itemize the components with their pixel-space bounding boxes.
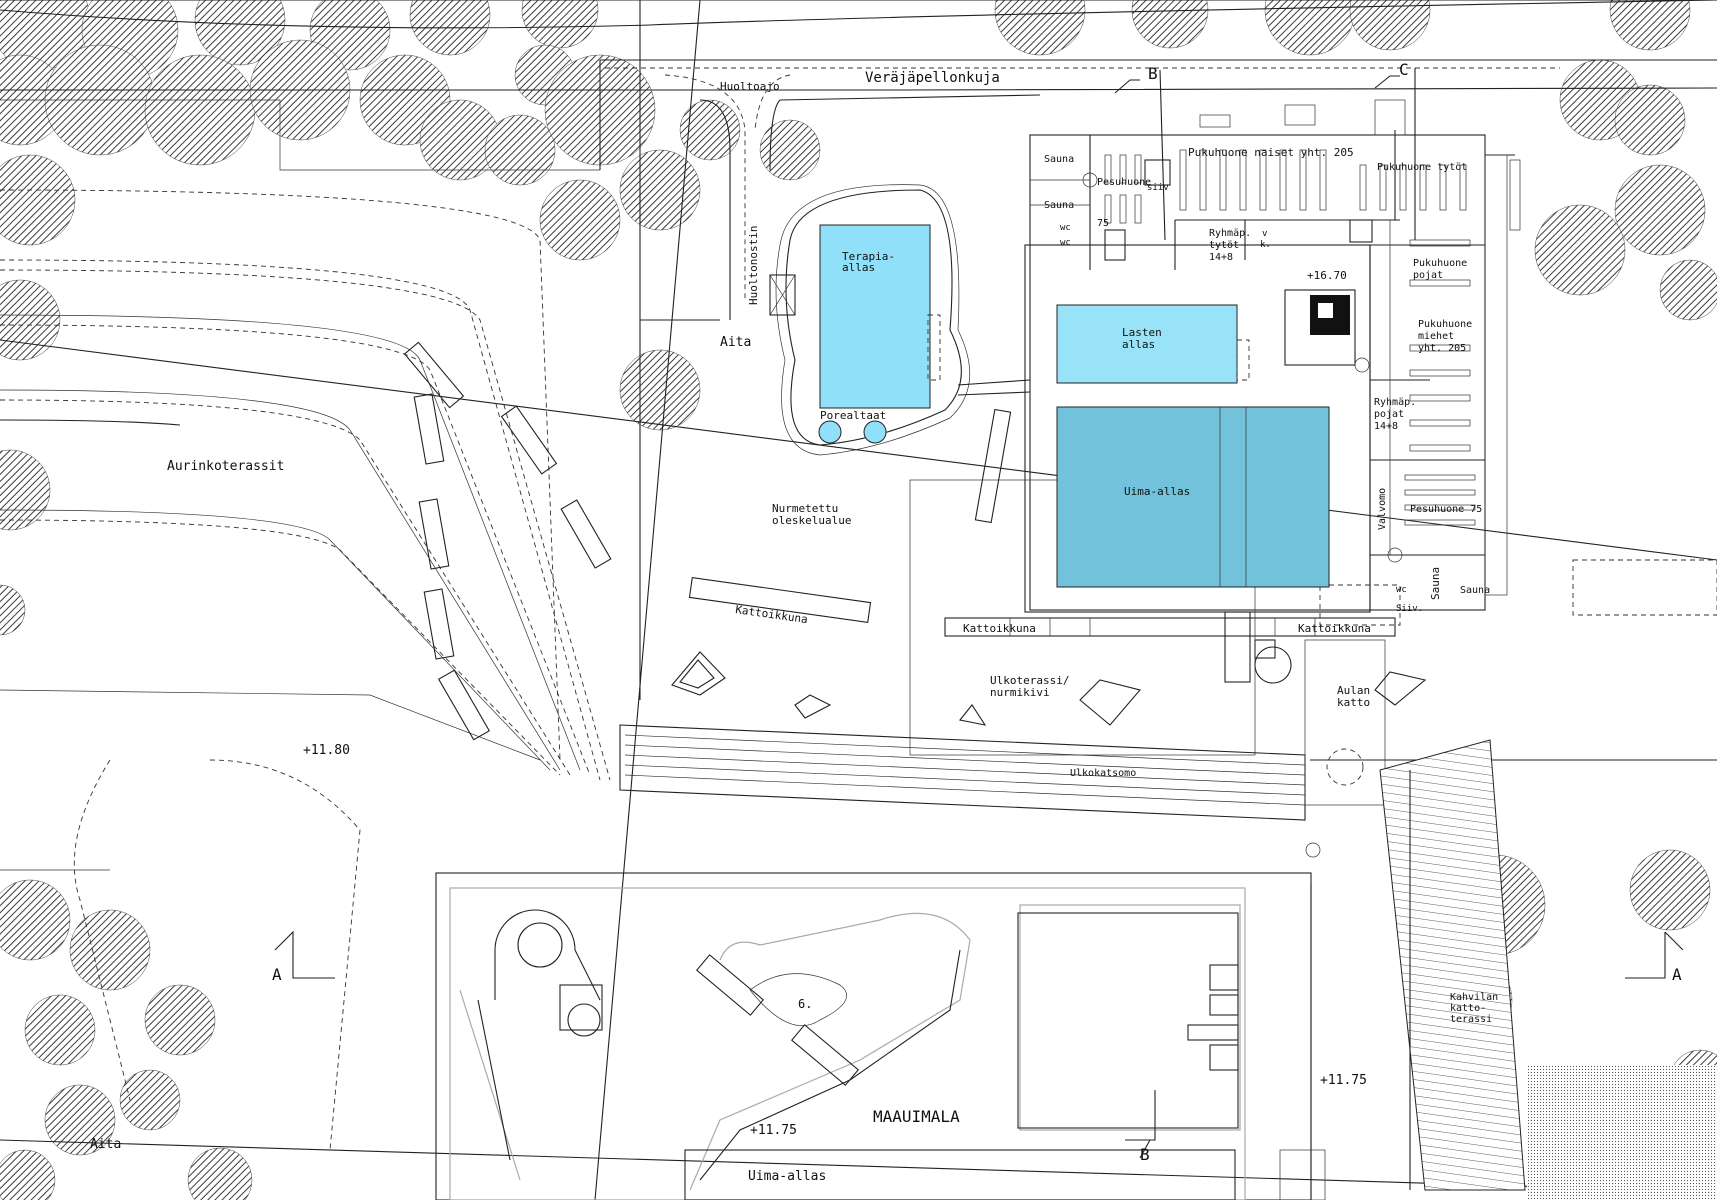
room-control: Valvomo [1377, 488, 1388, 530]
section-a: A [272, 965, 282, 984]
terrace-label: nurmikivi [990, 686, 1050, 699]
terrace-curves [0, 189, 611, 1151]
skylight-band [619, 479, 1717, 858]
outdoor-pool-label: Uima-allas [748, 1169, 826, 1184]
service-drive-label: Huoltoajo [720, 80, 780, 93]
outdoor-pool-area [435, 872, 1326, 1200]
lobby-roof-label: katto [1337, 696, 1370, 709]
room-changing-boys: Pukuhuone [1413, 258, 1467, 269]
skylight-label: Kattoikkuna [1298, 622, 1371, 635]
room-group-boys: 14+8 [1374, 421, 1398, 432]
room-changing-men: miehet [1418, 331, 1454, 342]
fence-label: Aita [90, 1137, 121, 1152]
main-pool [1056, 406, 1330, 588]
kids-pool [1056, 304, 1238, 384]
room-sauna: Sauna [1044, 200, 1074, 211]
room-sauna: Sauna [1429, 567, 1442, 600]
sun-terraces-label: Aurinkoterassit [167, 459, 284, 474]
room-changing-men: Pukuhuone [1418, 319, 1472, 330]
terrace-label: Ulkoterassi/ [990, 674, 1069, 687]
lobby-roof-label: Aulan [1337, 684, 1370, 697]
room-wash-women: Pesuhuone [1097, 177, 1151, 188]
cafe-terrace-label: katto- [1450, 1003, 1486, 1014]
lawn-label: Nurmetettu [772, 502, 838, 515]
cafe-terrace-label: terassi [1450, 1014, 1492, 1025]
hot-tubs-label: Porealtaat [820, 409, 886, 422]
benches [403, 341, 1012, 741]
room-group-girls: 14+8 [1209, 252, 1233, 263]
skylight-label: Kattoikkuna [963, 622, 1036, 635]
locker-rows [1104, 149, 1476, 526]
hot-tub-2 [863, 420, 887, 444]
section-b: B [1140, 1145, 1150, 1164]
room-changing-women: Pukuhuone naiset yht. 205 [1188, 146, 1354, 159]
lawn-label: oleskelualue [772, 514, 851, 527]
room-group-girls: Ryhmäp. [1209, 228, 1251, 239]
room-wash-women: 75 [1097, 218, 1109, 229]
therapy-pool-area [769, 184, 1031, 456]
room-wc: wc [1396, 585, 1407, 595]
grandstand-label: Ulkokatsomo [1070, 768, 1136, 779]
east-stair [1379, 739, 1717, 1200]
section-a: A [1672, 965, 1682, 984]
room-wash-men: Pesuhuone 75 [1410, 504, 1482, 515]
level-floor: +16.70 [1307, 269, 1347, 282]
main-building [1024, 99, 1521, 613]
therapy-pool [819, 224, 931, 409]
room-changing-men: yht. 205 [1418, 343, 1466, 354]
room-changing-girls: Pukuhuone tytöt [1377, 162, 1467, 173]
cafe-terrace-label: Kahvilan [1450, 992, 1498, 1003]
room-group-boys: Ryhmäp. [1374, 397, 1416, 408]
slide-number: 6. [798, 997, 812, 1011]
street-name: Veräjäpellonkuja [865, 70, 1000, 86]
level-east: +11.75 [1320, 1073, 1367, 1088]
kids-pool-label: allas [1122, 338, 1155, 351]
main-pool-label: Uima-allas [1124, 485, 1190, 498]
skylight-label: Kattoikkuna [735, 603, 809, 626]
room-vk: k. [1260, 240, 1271, 250]
level-west: +11.80 [303, 743, 350, 758]
room-group-boys: pojat [1374, 409, 1404, 420]
outdoor-area-label: MAAUIMALA [873, 1107, 960, 1126]
room-siiv: siiv [1147, 183, 1169, 193]
therapy-pool-label: Terapia- [842, 250, 895, 263]
room-changing-boys: pojat [1413, 270, 1443, 281]
fence-label: Aita [720, 335, 751, 350]
section-b: B [1148, 64, 1158, 83]
room-group-girls: tytöt [1209, 240, 1239, 251]
hot-tub-1 [818, 420, 842, 444]
section-c: C [1399, 60, 1409, 79]
service-lift-label: Huoltonostin [747, 226, 760, 305]
room-wc: wc [1060, 238, 1071, 248]
room-sauna: Sauna [1044, 154, 1074, 165]
room-sauna: Sauna [1460, 585, 1490, 596]
room-vk: v [1262, 229, 1267, 239]
section-marks [274, 68, 1684, 1159]
therapy-pool-label: allas [842, 261, 875, 274]
room-siiv: Siiv. [1396, 604, 1423, 614]
kids-pool-label: Lasten [1122, 326, 1162, 339]
level-south: +11.75 [750, 1123, 797, 1138]
room-wc: wc [1060, 223, 1071, 233]
